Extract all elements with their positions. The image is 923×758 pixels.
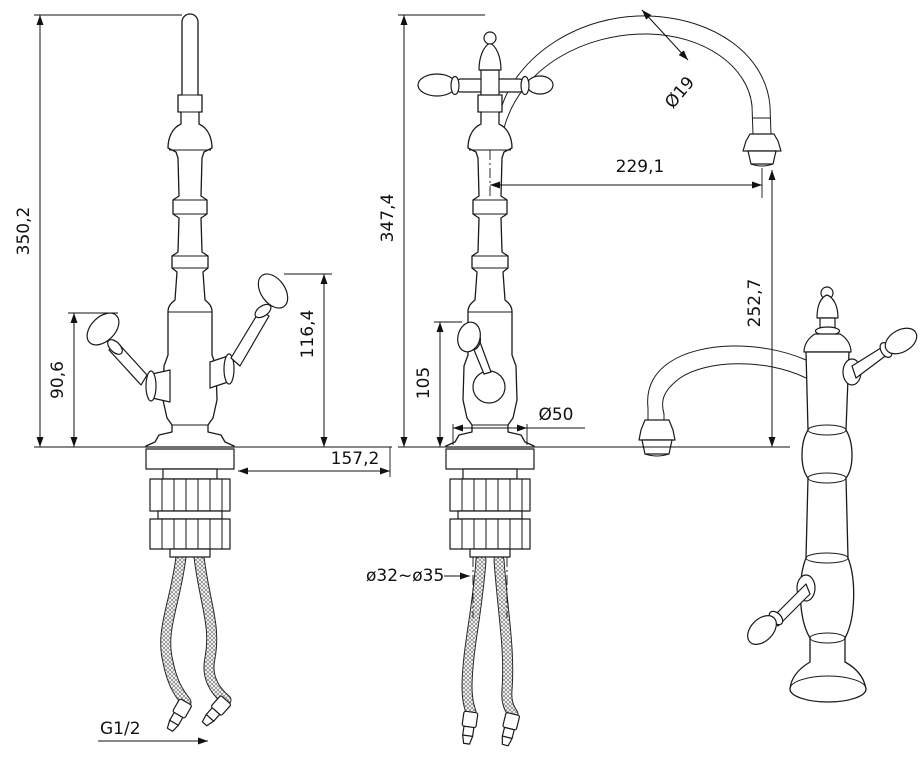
base-knurled-ring [445,448,535,470]
dim-label-side-total: 347,4 [378,194,398,243]
perspective-right-grip [884,327,918,355]
dim-label-outlet-height: 252,7 [745,279,765,328]
side-view [417,15,782,747]
top-handle-left-grip [417,73,457,97]
front-body-rings [168,94,212,426]
left-handle-grip [86,312,120,346]
dimension-front-base-offset: 157,2 [238,447,391,477]
shank-threads [161,479,223,549]
front-right-handle [209,273,289,389]
dim-label-base-offset: 157,2 [331,449,380,469]
dimension-spout-outlet-height: 252,7 [534,170,790,448]
right-handle-grip [257,273,289,309]
perspective-body-rings [789,424,867,690]
front-supply-hoses [160,551,232,732]
perspective-top-finial [803,286,852,353]
dimension-side-total-height: 347,4 [378,14,485,448]
dim-label-spout-reach: 229,1 [616,157,665,177]
dim-label-side-handle: 105 [414,367,434,399]
dimension-spout-tube-diameter: Ø19 [641,9,699,113]
dimension-spout-reach: 229,1 [489,150,763,198]
dimension-mount-hole: ø32~ø35 [366,557,508,618]
spout-outlet [742,133,782,152]
dim-label-mount-hole: ø32~ø35 [366,566,444,586]
base-knurled-ring [145,448,235,470]
perspective-view [638,286,918,703]
dimension-thread-size: G1/2 [98,719,208,745]
side-lever-handle [457,321,506,404]
perspective-left-grip [747,615,777,645]
hose-fitting [461,710,479,745]
shank-threads [461,479,523,549]
front-faucet-body [145,13,235,448]
front-mounting-shank [145,448,235,558]
dimension-base-diameter: Ø50 [452,405,585,445]
side-mounting-shank [445,448,535,558]
dimension-front-left-handle-height: 90,6 [48,312,118,447]
top-handle-right-grip [526,75,554,95]
dimension-front-right-handle-height: 116,4 [234,273,392,448]
perspective-left-handle [747,574,816,645]
hose-fitting [166,698,192,732]
dim-label-tube-diameter: Ø19 [661,73,699,113]
front-left-handle [86,312,171,403]
dimension-side-handle-height: 105 [414,321,462,447]
perspective-spout [638,345,807,457]
dim-label-base-diameter: Ø50 [538,405,573,425]
hose-fitting [501,712,520,747]
dim-label-thread: G1/2 [100,719,141,739]
hose-fitting [201,695,231,727]
front-view [86,13,289,732]
dimension-front-total-height: 350,2 [14,14,182,448]
perspective-right-handle [842,327,918,386]
dim-label-front-total: 350,2 [14,207,34,256]
dim-label-right-handle: 116,4 [298,310,318,359]
perspective-faucet-body [789,351,867,703]
side-handle-grip [457,321,481,353]
side-supply-hoses [461,554,520,747]
dim-label-left-handle: 90,6 [48,361,68,399]
side-top-handle [417,31,554,97]
top-finial [478,42,502,71]
